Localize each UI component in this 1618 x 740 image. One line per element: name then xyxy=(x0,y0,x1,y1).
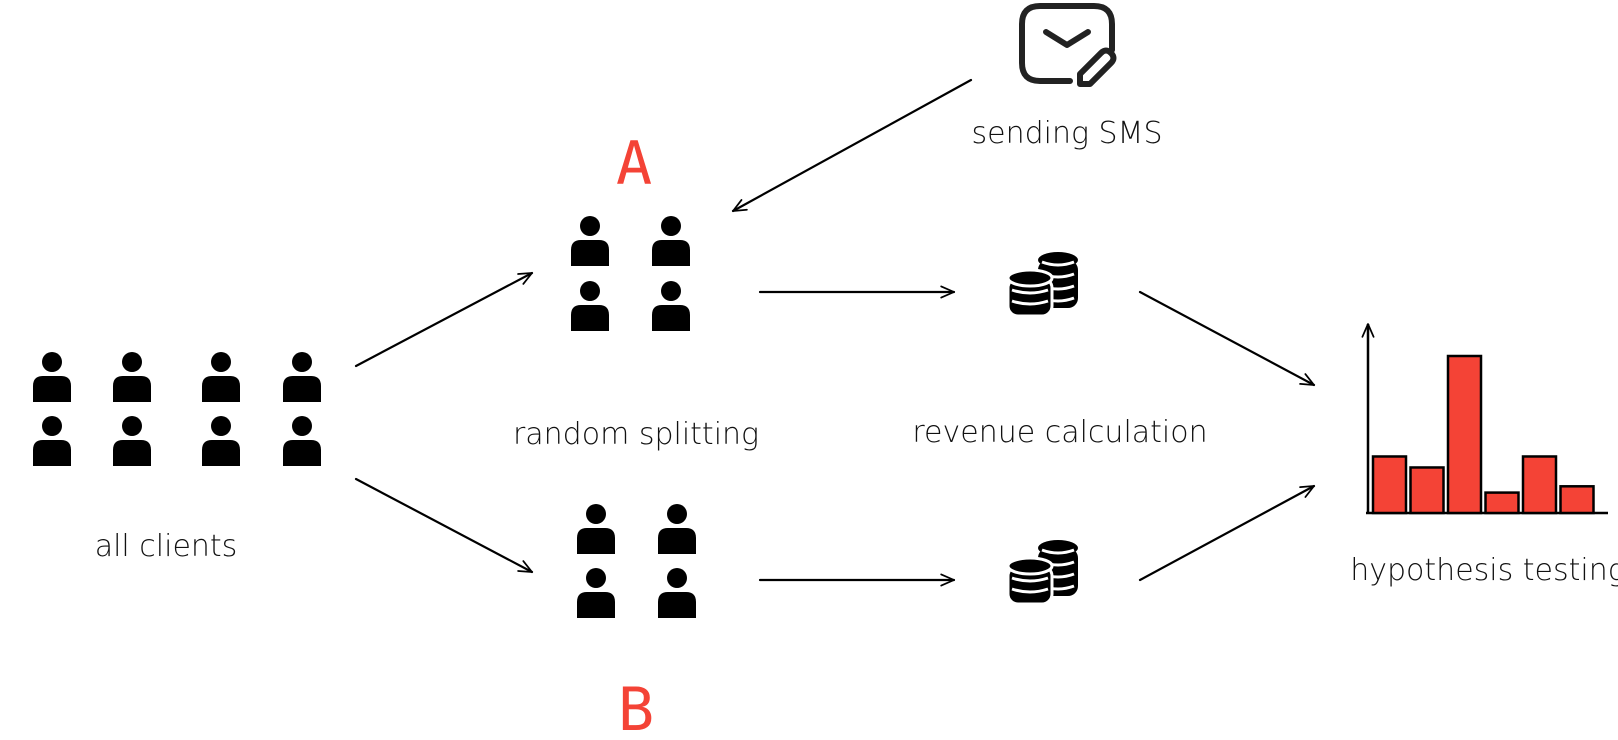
person-icon xyxy=(652,281,690,331)
revenue-calculation-label: revenue calculation xyxy=(912,415,1207,450)
chart-bar xyxy=(1446,354,1483,515)
person-icon xyxy=(571,216,609,266)
hypothesis-testing-label: hypothesis testing xyxy=(1350,553,1618,588)
chart-bar xyxy=(1409,466,1445,515)
person-icon xyxy=(33,352,71,402)
person-icon xyxy=(652,216,690,266)
message-edit-icon xyxy=(1019,3,1117,87)
person-icon xyxy=(658,568,696,618)
chart-bar xyxy=(1521,455,1558,515)
random-splitting-label: random splitting xyxy=(513,417,759,452)
person-icon xyxy=(202,416,240,466)
person-icon xyxy=(577,568,615,618)
chart-bar xyxy=(1559,485,1595,515)
group-b-letter: B xyxy=(618,675,654,740)
person-icon xyxy=(113,352,151,402)
person-icon xyxy=(577,504,615,554)
person-icon xyxy=(113,416,151,466)
coins-icon xyxy=(1006,250,1080,318)
person-icon xyxy=(33,416,71,466)
sending-sms-label: sending SMS xyxy=(971,116,1162,151)
person-icon xyxy=(571,281,609,331)
all-clients-label: all clients xyxy=(95,529,238,564)
arrow-to-group-a xyxy=(354,271,534,368)
arrow-revenue-a-to-test xyxy=(1138,290,1316,387)
group-a-people xyxy=(571,216,690,331)
chart-bar xyxy=(1371,455,1408,515)
group-a-letter: A xyxy=(616,129,652,199)
all-clients-group xyxy=(33,352,321,466)
flow-arrows xyxy=(354,78,1316,587)
chart-bar xyxy=(1484,491,1520,515)
person-icon xyxy=(658,504,696,554)
arrow-to-group-b xyxy=(354,477,534,574)
arrow-sms-to-group-a xyxy=(731,78,973,213)
arrow-revenue-b-to-test xyxy=(1138,484,1316,582)
bar-chart-icon xyxy=(1361,323,1608,515)
chart-bars xyxy=(1371,354,1595,515)
coins-icon xyxy=(1006,538,1080,606)
person-icon xyxy=(283,352,321,402)
group-b-people xyxy=(577,504,696,618)
person-icon xyxy=(283,416,321,466)
person-icon xyxy=(202,352,240,402)
